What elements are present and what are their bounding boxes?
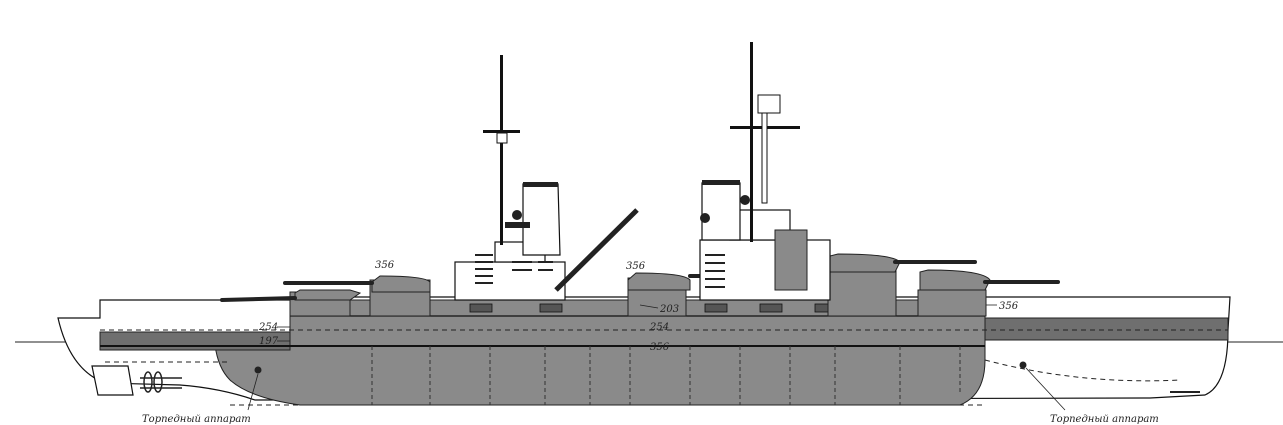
caption-torpedo-fwd: Торпедный аппарат: [142, 414, 251, 425]
rudder: [91, 365, 134, 396]
fwd-funnel: [701, 182, 741, 241]
leader-203: [639, 304, 659, 309]
crane-boom: [554, 208, 639, 292]
fwd-superstructure: [699, 42, 831, 301]
armor-label-main-belt: 356: [650, 342, 670, 353]
turret-fwd-2: [829, 253, 901, 273]
bow-belt-band: [984, 317, 1229, 341]
aft-mast: [500, 55, 503, 245]
leader-torpedo-fwd: [1025, 367, 1066, 411]
caption-torpedo-aft: Торпедный аппарат: [1050, 414, 1159, 425]
leader-torpedo-aft: [247, 373, 259, 411]
citadel-belt: [289, 315, 986, 347]
armor-label-turret-aft: 356: [626, 261, 646, 272]
fwd-mast: [750, 42, 753, 242]
bulkheads: [371, 346, 961, 405]
conning-tower: [774, 229, 808, 291]
armor-label-bow-belt-upper: 254: [258, 322, 278, 333]
propellers: [140, 371, 182, 393]
bow-lower-dashed: [984, 359, 1181, 382]
underwater-armor: [214, 344, 986, 406]
barbette-fwd-2: [827, 269, 897, 317]
turret-aft-2: [371, 275, 431, 293]
barbette-fwd-1: [917, 289, 987, 317]
aft-funnel: [522, 183, 561, 256]
torpedo-tube-fwd: [1019, 361, 1027, 369]
armor-label-barbette-aft: 356: [999, 301, 1019, 312]
armor-label-upper-belt: 254: [649, 322, 669, 333]
turret-mid: [627, 272, 691, 291]
aft-superstructure: [454, 55, 566, 301]
armor-label-bow-belt-lower: 197: [259, 336, 279, 347]
turret-aft-1: [294, 289, 362, 301]
turret-fwd-1: [919, 269, 991, 291]
gun-aft-1: [220, 296, 297, 302]
armor-label-turret-fwd: 356: [375, 260, 395, 271]
fire-control-top: [757, 94, 781, 114]
armor-label-casemate-mid: 203: [659, 304, 679, 315]
torpedo-tube-aft: [254, 366, 262, 374]
